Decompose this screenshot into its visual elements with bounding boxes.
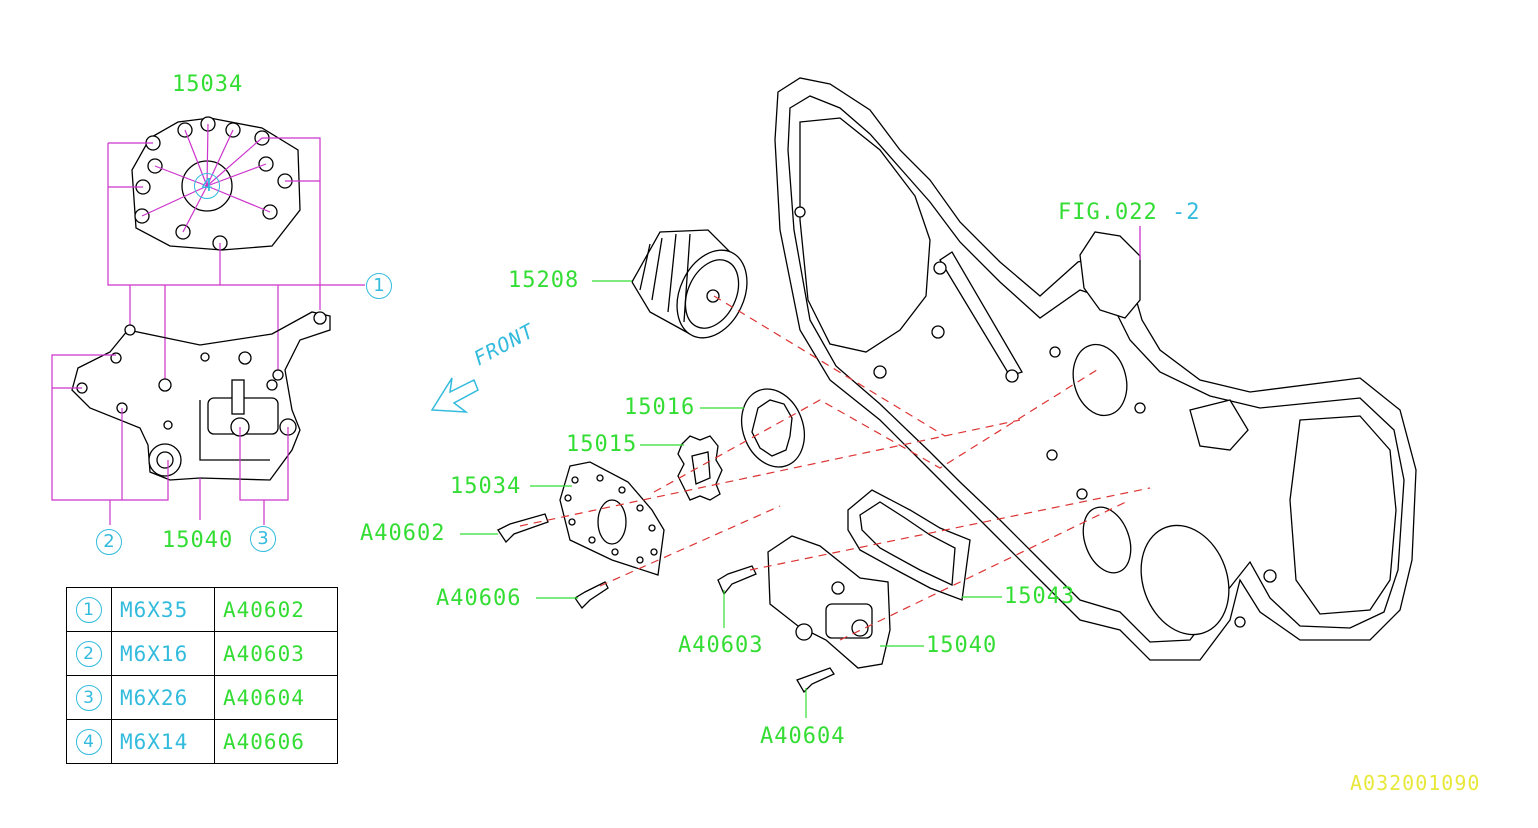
label-top-plate: 15034	[172, 72, 244, 97]
label-bolt-a40603: A40603	[678, 633, 764, 658]
legend-num-1: 1	[76, 597, 102, 623]
label-left-pump: 15040	[162, 528, 234, 553]
doc-code: A032001090	[1350, 771, 1481, 795]
top-plate-leaders	[107, 123, 365, 385]
inner-rotor-drawing	[677, 435, 723, 501]
callout-4: 4	[194, 173, 220, 199]
legend-num-3: 3	[76, 685, 102, 711]
legend-size-cell: M6X35	[111, 587, 215, 632]
label-bolt-a40606: A40606	[436, 586, 522, 611]
callout-1: 1	[366, 273, 392, 299]
legend-num-2: 2	[76, 641, 102, 667]
gasket-drawing	[847, 489, 971, 601]
legend-part-cell: A40606	[214, 719, 338, 764]
plate-drawing	[559, 461, 665, 576]
legend-num-cell: 4	[66, 719, 112, 764]
legend-row: 3 M6X26 A40604	[66, 675, 338, 720]
legend-part-cell: A40603	[214, 631, 338, 676]
bolts-drawing	[497, 513, 835, 694]
legend-num-cell: 1	[66, 587, 112, 632]
callout-2: 2	[96, 529, 122, 555]
legend-num-cell: 3	[66, 675, 112, 720]
label-gasket: 15043	[1004, 584, 1076, 609]
label-center-pump: 15040	[926, 633, 998, 658]
legend-size-cell: M6X16	[111, 631, 215, 676]
label-plate: 15034	[450, 474, 522, 499]
legend-size-cell: M6X14	[111, 719, 215, 764]
label-outer-rotor: 15016	[624, 395, 696, 420]
center-pump-drawing	[767, 535, 891, 669]
label-fig-ref: FIG.022 -2	[1058, 202, 1200, 224]
label-bolt-a40602: A40602	[360, 521, 446, 546]
timing-cover-drawing	[774, 77, 1417, 661]
oil-filter-drawing	[592, 229, 748, 339]
left-pump-drawing	[71, 311, 331, 481]
legend-part-cell: A40602	[214, 587, 338, 632]
legend-part-cell: A40604	[214, 675, 338, 720]
legend-num-cell: 2	[66, 631, 112, 676]
legend-row: 2 M6X16 A40603	[66, 631, 338, 676]
label-fig-ref-suffix: -2	[1171, 200, 1201, 225]
label-oil-filter: 15208	[508, 268, 580, 293]
legend-num-4: 4	[76, 729, 102, 755]
front-arrow	[430, 377, 479, 413]
label-leaders	[460, 407, 1002, 718]
callout-3: 3	[250, 526, 276, 552]
legend-size-cell: M6X26	[111, 675, 215, 720]
left-pump-leaders	[51, 354, 289, 525]
legend-row: 4 M6X14 A40606	[66, 719, 338, 764]
legend-row: 1 M6X35 A40602	[66, 587, 338, 632]
label-fig-ref-main: FIG.022	[1058, 200, 1158, 225]
label-bolt-a40604: A40604	[760, 724, 846, 749]
outer-rotor-drawing	[741, 388, 805, 468]
label-inner-rotor: 15015	[566, 432, 638, 457]
center-lines	[519, 295, 1151, 641]
bolt-legend-table: 1 M6X35 A40602 2 M6X16 A40603 3 M6X26 A4…	[66, 587, 338, 764]
